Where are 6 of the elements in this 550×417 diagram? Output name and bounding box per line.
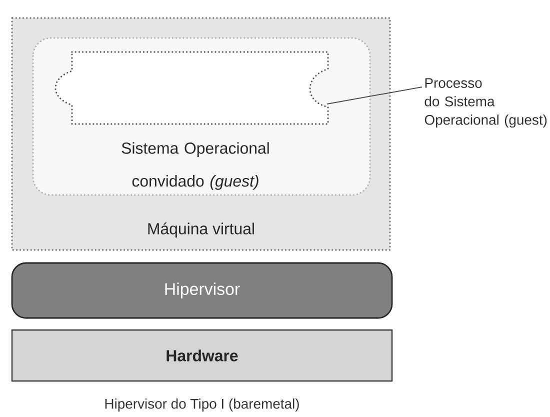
caption: Hipervisor do Tipo I (baremetal) xyxy=(105,398,299,412)
hardware-box: Hardware xyxy=(11,329,393,382)
callout-text: Processo do Sistema Operacional (guest) xyxy=(424,78,547,128)
hypervisor-box: Hipervisor xyxy=(11,262,393,319)
process-shape xyxy=(54,51,329,125)
leader-line xyxy=(326,86,422,104)
